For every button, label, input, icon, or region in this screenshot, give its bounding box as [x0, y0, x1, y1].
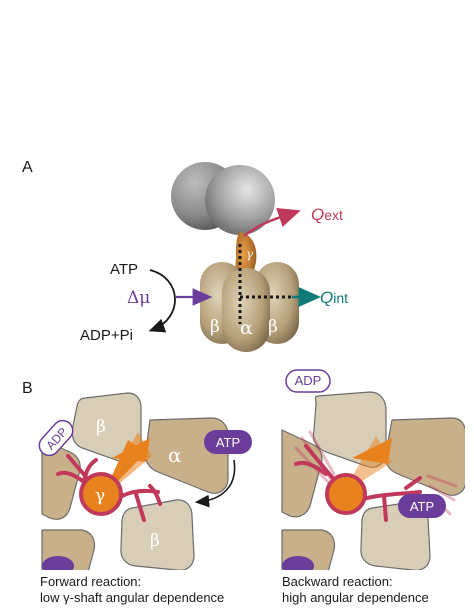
panel-b-label: B [22, 380, 33, 397]
q-int-main: Q [320, 288, 333, 307]
backward-caption-line1: Backward reaction: [282, 574, 393, 589]
panel-a-label: A [22, 159, 33, 176]
fw-purple-blob [42, 556, 74, 570]
adp-pi-label-a: ADP+Pi [80, 327, 133, 344]
fw-subunit-beta-bottom [120, 499, 195, 570]
beta-left-label-a: β [210, 317, 220, 337]
fw-beta-bottom-label: β [150, 531, 160, 551]
q-ext-label: Qext [311, 205, 343, 224]
bw-rotation-arrow [352, 438, 392, 464]
delta-mu-label: Δμ [127, 288, 150, 308]
q-ext-main: Q [311, 205, 324, 224]
bw-adp-label: ADP [295, 373, 322, 388]
q-int-sub: int [333, 290, 348, 306]
backward-caption: Backward reaction: high angular dependen… [282, 574, 429, 606]
gamma-label-a: γ [246, 247, 254, 261]
bw-gamma-hub [325, 473, 367, 515]
bw-subunit-right [384, 417, 465, 496]
bw-adp-tag: ADP [285, 369, 331, 393]
bw-atp-pill: ATP [398, 494, 446, 518]
fw-crimson-forks [56, 454, 162, 522]
fw-rotation-arrow [112, 438, 150, 462]
fw-gamma-label: γ [95, 486, 105, 506]
q-ext-sub: ext [324, 207, 343, 223]
beta-right-label-a: β [268, 317, 278, 337]
c-ring-rotor [171, 162, 275, 235]
alpha3-beta3-hexamer [200, 262, 299, 352]
fw-atp-pill: ATP [204, 430, 252, 454]
alpha-label-a: α [240, 317, 253, 339]
backward-panel [281, 391, 465, 570]
backward-caption-line2: high angular dependence [282, 590, 429, 605]
fw-subunit-alpha [144, 417, 229, 494]
q-int-label: Qint [320, 288, 348, 307]
fw-atp-label: ATP [216, 435, 240, 450]
fw-alpha-label: α [168, 443, 182, 467]
fw-beta-top-label: β [96, 417, 106, 437]
fw-gamma-hub [79, 472, 123, 516]
q-ext-arrow [243, 208, 301, 237]
forward-caption: Forward reaction: low γ-shaft angular de… [40, 574, 224, 606]
bw-purple-blob [282, 556, 314, 570]
atp-label-a: ATP [110, 261, 138, 278]
forward-caption-line2: low γ-shaft angular dependence [40, 590, 225, 605]
hydrolysis-arrow [148, 269, 176, 333]
bw-atp-label: ATP [410, 499, 434, 514]
forward-caption-line1: Forward reaction: [40, 574, 142, 589]
forward-panel [41, 392, 229, 570]
fw-binding-arrow [194, 459, 236, 508]
